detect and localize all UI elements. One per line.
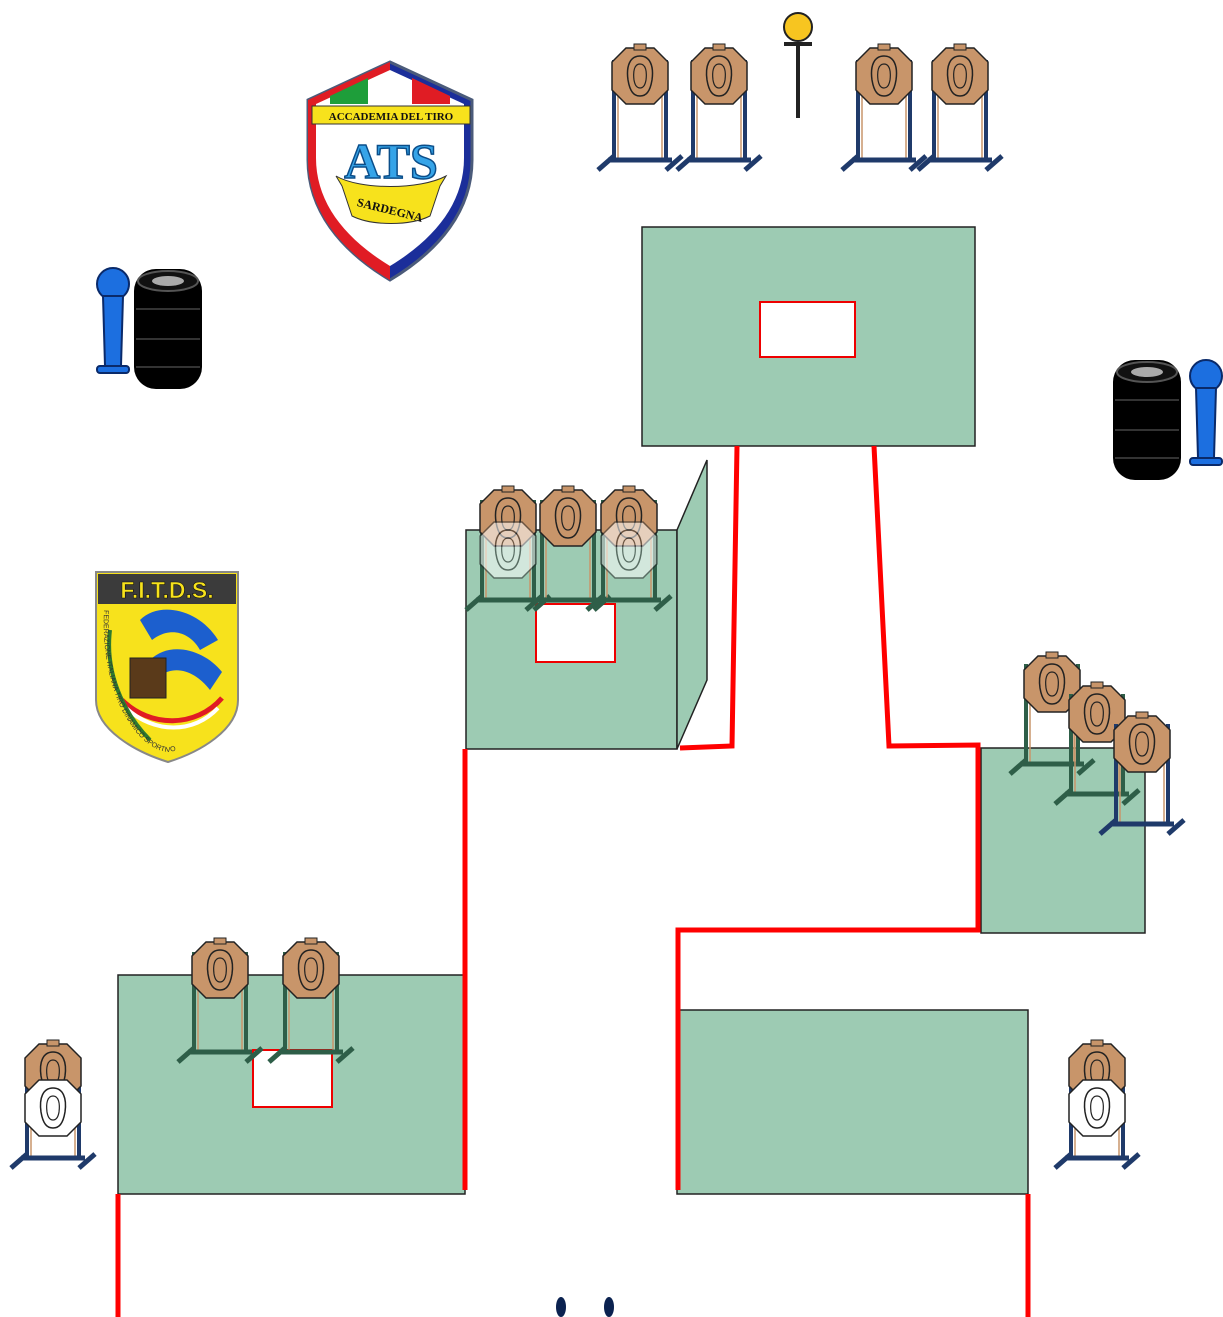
- top-targets: [598, 12, 1002, 170]
- ats-logo-top-text: ACCADEMIA DEL TIRO: [329, 111, 454, 123]
- start-position: [556, 1297, 614, 1317]
- tire-stack-left: [133, 268, 203, 390]
- tire-stack-right: [1112, 359, 1182, 481]
- fault-line-center-right: [675, 445, 981, 1190]
- mini-popper: [783, 12, 813, 118]
- paper-target: [918, 43, 1002, 170]
- paper-target: [598, 43, 682, 170]
- footprint-left: [556, 1297, 566, 1317]
- paper-target: [677, 43, 761, 170]
- fault-lines: [115, 445, 1031, 1317]
- footprint-right: [604, 1297, 614, 1317]
- fault-line-center-left: [679, 445, 740, 751]
- side-target-left: [11, 1039, 95, 1168]
- window-middle: [535, 603, 616, 663]
- window-bottom-left: [252, 1049, 333, 1108]
- window-top: [759, 301, 856, 358]
- barricades: [117, 226, 1146, 1195]
- ats-logo: ACCADEMIA DEL TIRO ATS SARDEGNA: [306, 60, 474, 282]
- popper-left: [96, 267, 130, 374]
- paper-target: [842, 43, 926, 170]
- barricade-bottom-right: [676, 1009, 1029, 1195]
- ats-logo-main-text: ATS: [344, 133, 438, 189]
- fitds-logo: F.I.T.D.S. FEDERAZIONE ITALIANA TIRO DIN…: [95, 571, 239, 764]
- side-target-right: [1055, 1039, 1139, 1168]
- popper-right: [1189, 359, 1223, 466]
- barricade-middle-side: [676, 459, 708, 750]
- fitds-logo-title: F.I.T.D.S.: [120, 577, 213, 603]
